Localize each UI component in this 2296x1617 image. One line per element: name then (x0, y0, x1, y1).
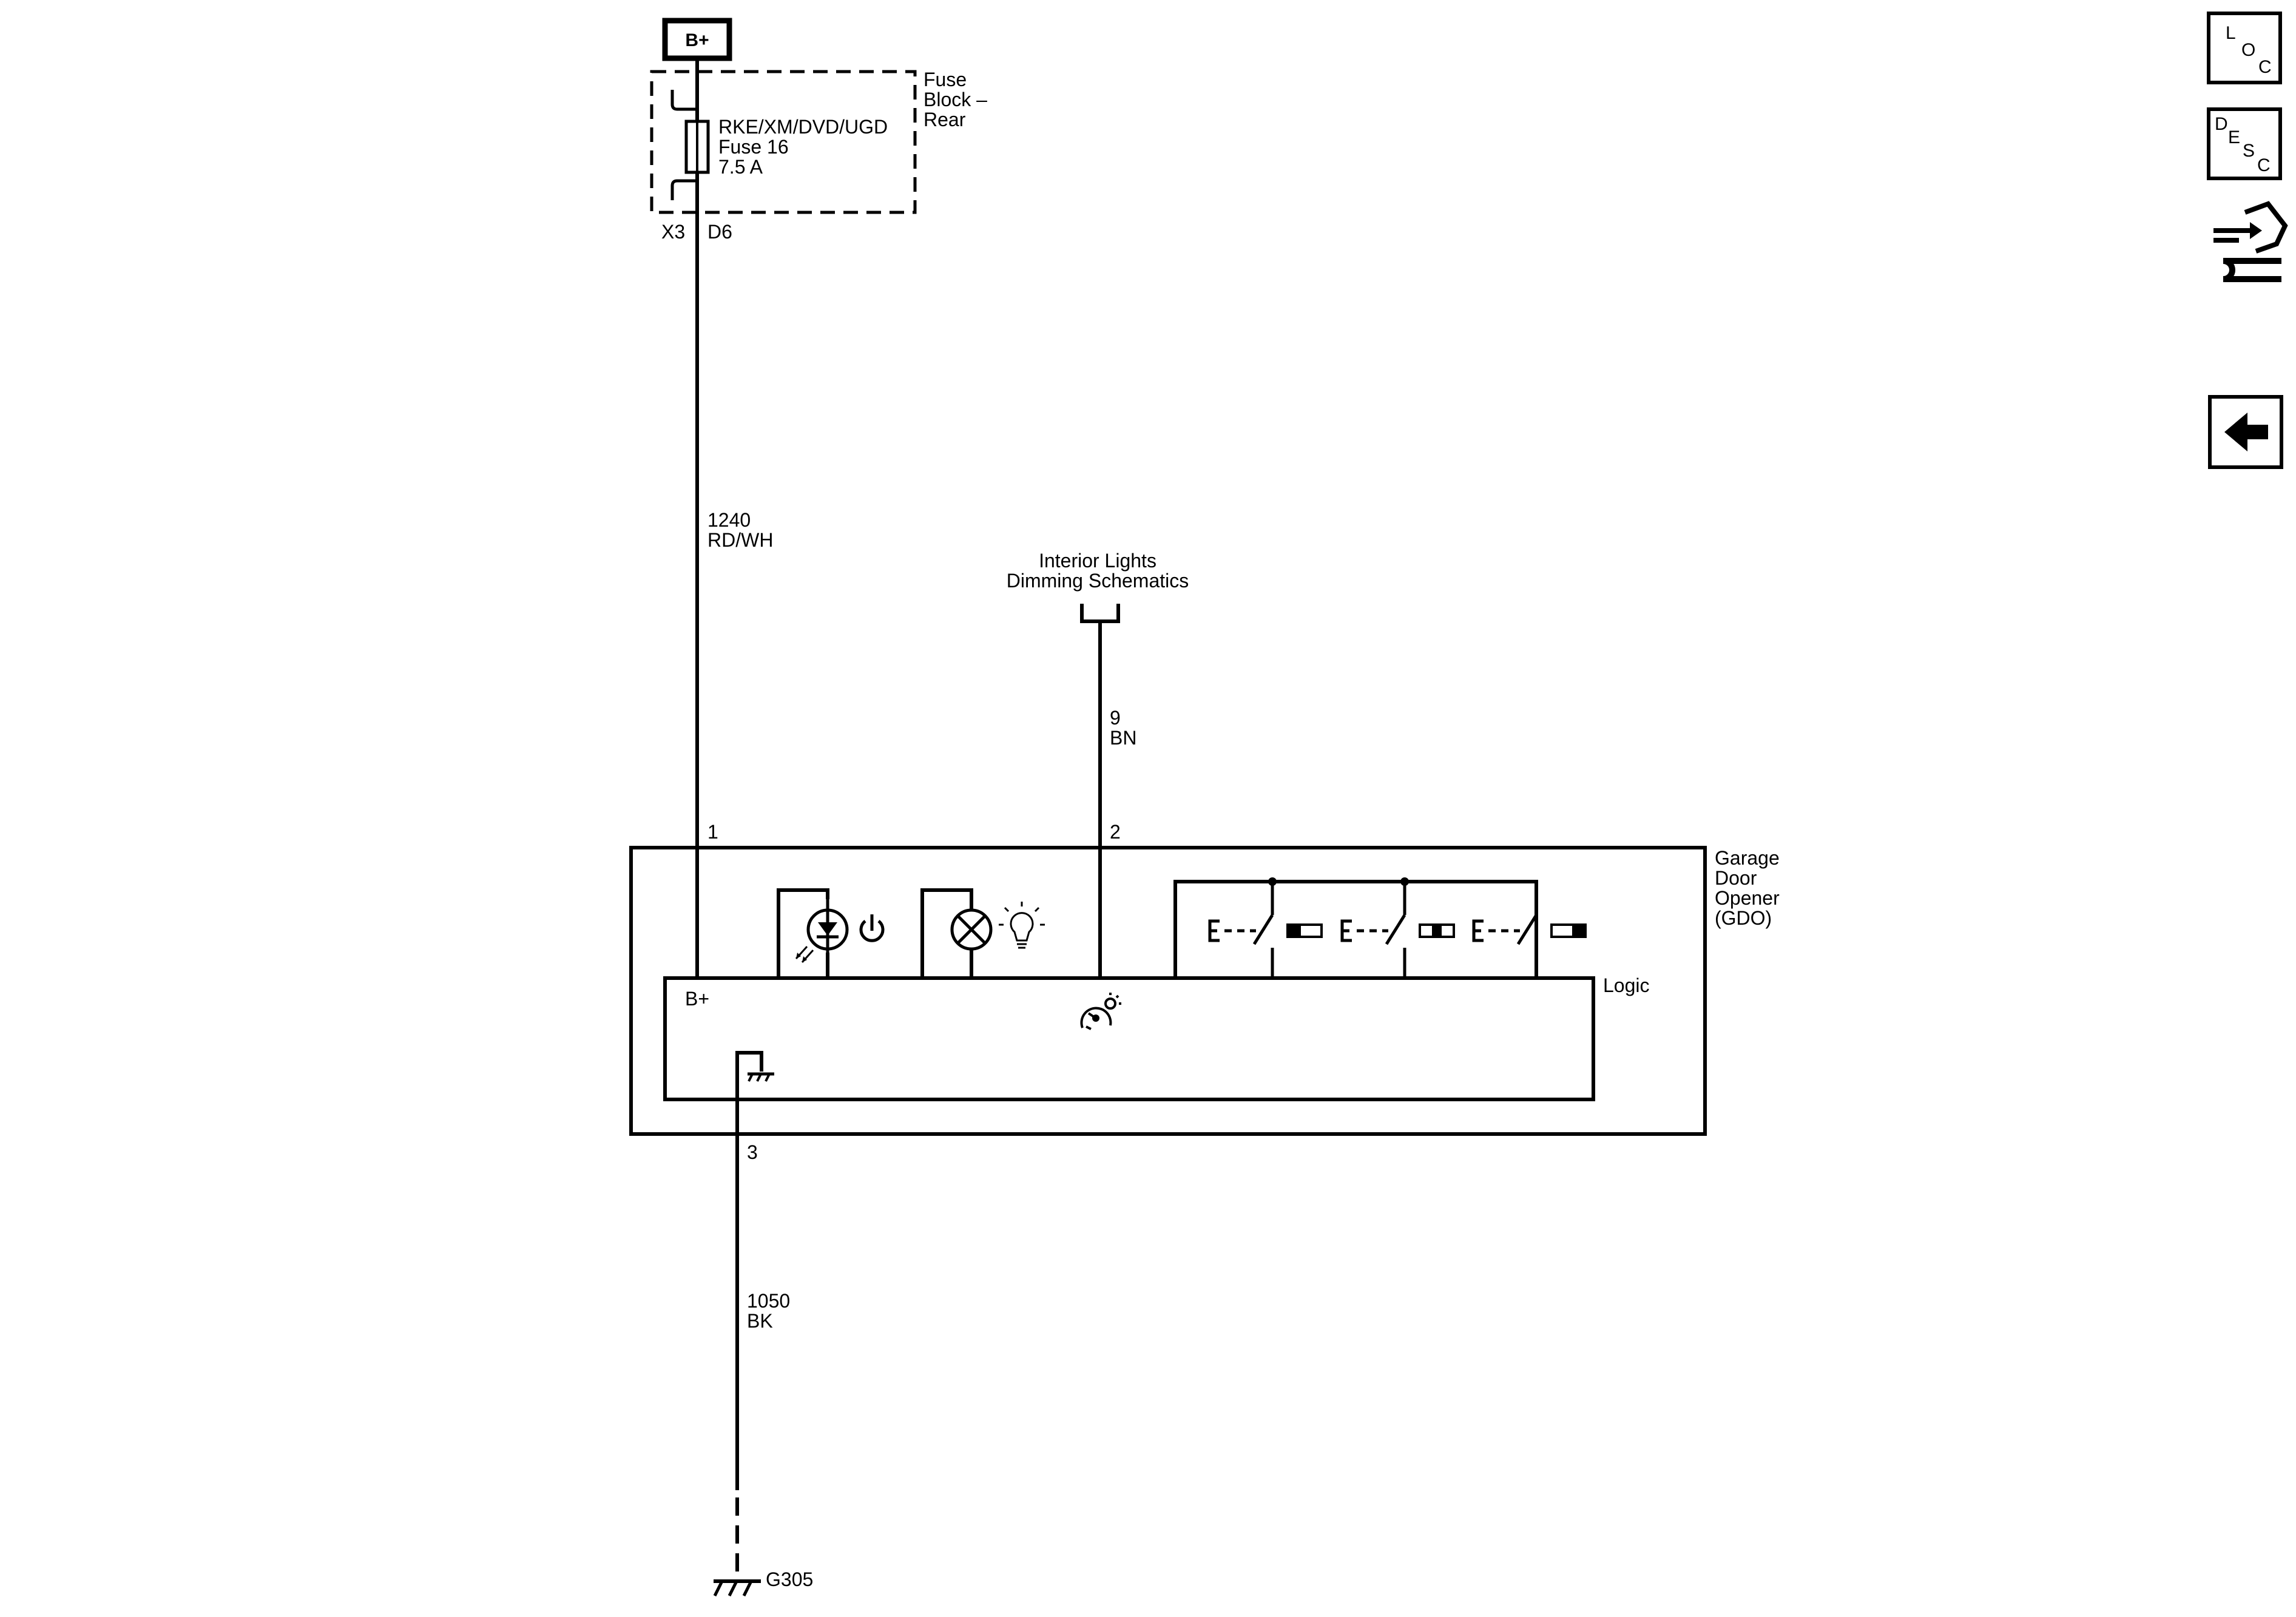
wire-1240-circuit: 1240 (707, 509, 751, 531)
button-e-icon (1340, 919, 1352, 942)
wire-1240-color: RD/WH (707, 529, 773, 551)
ground-label: G305 (766, 1568, 813, 1590)
pin-1: 1 (707, 821, 718, 843)
transmitter-switches (1173, 877, 1587, 978)
switch-1 (1208, 914, 1323, 978)
desc-button[interactable]: D E S C (2207, 107, 2282, 180)
connector-hook-top-icon (670, 90, 697, 111)
light-bulb-icon (999, 902, 1045, 949)
switch-3 (1472, 914, 1587, 978)
fuse-block-rear: Fuse Block – Rear (650, 69, 987, 214)
fuse-name: RKE/XM/DVD/UGD (718, 116, 888, 138)
garage-door-opener-module: Garage Door Opener (GDO) (629, 846, 1780, 1136)
module-title-2: Door (1715, 867, 1757, 889)
switch-2 (1340, 914, 1455, 978)
fuse-icon (684, 120, 710, 174)
connector-bracket-icon (1080, 604, 1120, 623)
connector-hook-bottom-icon (670, 179, 697, 200)
fuse-rating: 7.5 A (718, 156, 763, 178)
logic-block: Logic B+ (663, 974, 1650, 1101)
supply-label: B+ (685, 30, 709, 50)
interior-lights-ref-2[interactable]: Dimming Schematics (1007, 570, 1189, 592)
interior-lights-ref-1[interactable]: Interior Lights (1039, 550, 1156, 572)
module-title-3: Opener (1715, 887, 1780, 909)
desc-letter-e: E (2228, 127, 2240, 147)
ground-g305-icon (713, 1579, 761, 1597)
desc-letter-s: S (2243, 141, 2255, 161)
loc-letter-l: L (2226, 23, 2236, 43)
pin-2: 2 (1110, 821, 1121, 843)
desc-letter-c: C (2257, 155, 2271, 175)
loc-letter-c: C (2258, 57, 2272, 77)
dimming-gauge-icon (1080, 993, 1121, 1030)
button-e-icon (1472, 919, 1484, 942)
pin-3: 3 (747, 1141, 758, 1163)
internal-ground-icon (735, 1051, 774, 1133)
lamp-icon (950, 908, 993, 951)
connector-repair-icon[interactable] (2213, 201, 2288, 282)
logic-label: Logic (1603, 974, 1650, 996)
desc-letter-d: D (2215, 114, 2228, 134)
connector-x3: X3 (661, 221, 685, 243)
led-icon (795, 899, 849, 964)
fuse-block-title-1: Fuse (923, 69, 967, 90)
loc-button[interactable]: L O C (2207, 12, 2282, 84)
loc-letter-o: O (2241, 40, 2255, 60)
back-button[interactable] (2208, 395, 2283, 469)
button-e-icon (1208, 919, 1220, 942)
fuse-number: Fuse 16 (718, 136, 789, 158)
wire-9-color: BN (1110, 727, 1136, 749)
module-title-4: (GDO) (1715, 907, 1772, 929)
wire-1050-color: BK (747, 1310, 773, 1332)
supply-b-plus: B+ (662, 18, 732, 61)
fuse-block-title-2: Block – (923, 89, 987, 110)
power-led-circuit (777, 888, 885, 978)
wire-1050-circuit: 1050 (747, 1290, 790, 1312)
arrow-left-icon (2224, 413, 2268, 451)
wire-9-circuit: 9 (1110, 707, 1121, 729)
illumination-lamp-circuit (920, 888, 1045, 978)
module-title-1: Garage (1715, 847, 1780, 869)
logic-bplus-label: B+ (685, 988, 709, 1010)
power-icon (859, 914, 885, 942)
fuse-block-title-3: Rear (923, 109, 966, 130)
connector-d6: D6 (707, 221, 732, 243)
